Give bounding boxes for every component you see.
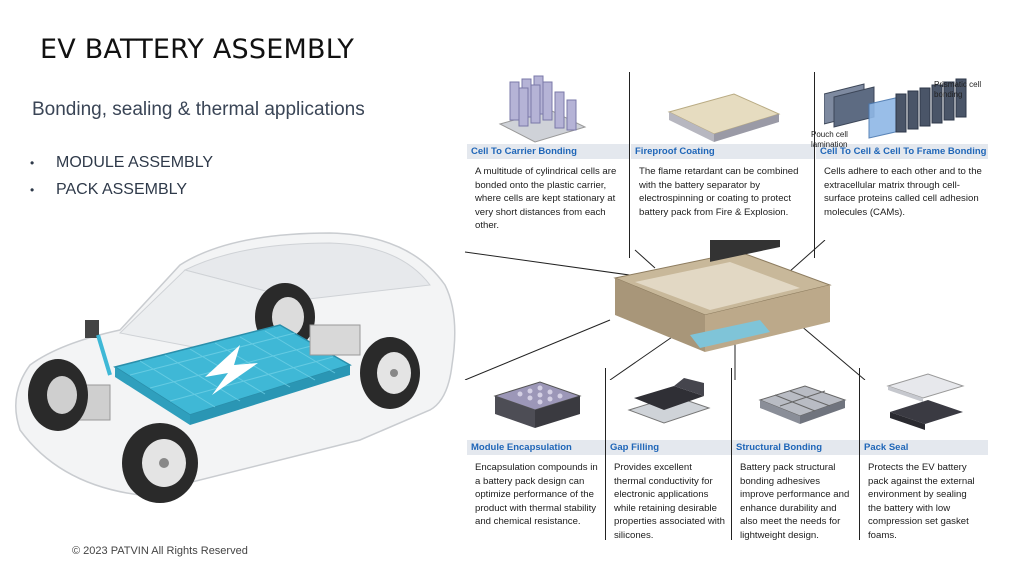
card-cell-to-carrier: Cell To Carrier Bonding A multitude of c… — [467, 72, 630, 258]
card-title: Fireproof Coating — [631, 144, 814, 159]
card-body: The flame retardant can be combined with… — [639, 166, 799, 218]
module-block-icon — [475, 368, 599, 440]
slide-title: EV BATTERY ASSEMBLY — [40, 34, 355, 65]
tray-structure-icon — [740, 368, 853, 440]
bullet-item: •MODULE ASSEMBLY — [30, 153, 213, 180]
card-body: Encapsulation compounds in a battery pac… — [475, 462, 598, 527]
coating-layer-icon — [639, 72, 808, 144]
bullet-list: •MODULE ASSEMBLY •PACK ASSEMBLY — [30, 153, 213, 207]
card-module-encapsulation: Module Encapsulation Encapsulation compo… — [467, 368, 606, 540]
prismatic-cell-label: Prismatic cell bonding — [934, 80, 982, 99]
card-body: Provides excellent thermal conductivity … — [614, 462, 725, 541]
card-gap-filling: Gap Filling Provides excellent thermal c… — [606, 368, 732, 541]
ev-car-illustration — [15, 232, 456, 503]
card-title: Cell To Carrier Bonding — [467, 144, 629, 159]
card-pack-seal: Pack Seal Protects the EV battery pack a… — [860, 368, 988, 541]
card-title: Module Encapsulation — [467, 440, 605, 455]
card-title: Cell To Cell & Cell To Frame Bonding — [816, 144, 988, 159]
card-body: Cells adhere to each other and to the ex… — [824, 166, 982, 218]
card-body: A multitude of cylindrical cells are bon… — [475, 166, 617, 231]
card-body: Battery pack structural bonding adhesive… — [740, 462, 850, 541]
card-title: Structural Bonding — [732, 440, 859, 455]
cylindrical-cells-icon — [475, 72, 623, 144]
bullet-module-assembly: MODULE ASSEMBLY — [56, 154, 214, 171]
card-title: Pack Seal — [860, 440, 988, 455]
bullet-pack-assembly: PACK ASSEMBLY — [56, 181, 188, 198]
card-fireproof-coating: Fireproof Coating The flame retardant ca… — [631, 72, 815, 258]
slide-subtitle: Bonding, sealing & thermal applications — [32, 99, 365, 120]
bullet-item: •PACK ASSEMBLY — [30, 180, 213, 207]
card-body: Protects the EV battery pack against the… — [868, 462, 975, 541]
prismatic-cells-icon: Pouch cell lamination Prismatic cell bon… — [811, 72, 982, 149]
card-cell-to-cell: Pouch cell lamination Prismatic cell bon… — [811, 72, 988, 258]
card-structural-bonding: Structural Bonding Battery pack structur… — [732, 368, 860, 541]
pouch-cell-label: Pouch cell lamination — [811, 130, 848, 149]
card-title: Gap Filling — [606, 440, 731, 455]
copyright-footer: © 2023 PATVIN All Rights Reserved — [72, 545, 248, 557]
gap-filler-icon — [614, 368, 725, 440]
connector-lines — [464, 240, 866, 380]
pack-lid-icon — [868, 368, 982, 440]
